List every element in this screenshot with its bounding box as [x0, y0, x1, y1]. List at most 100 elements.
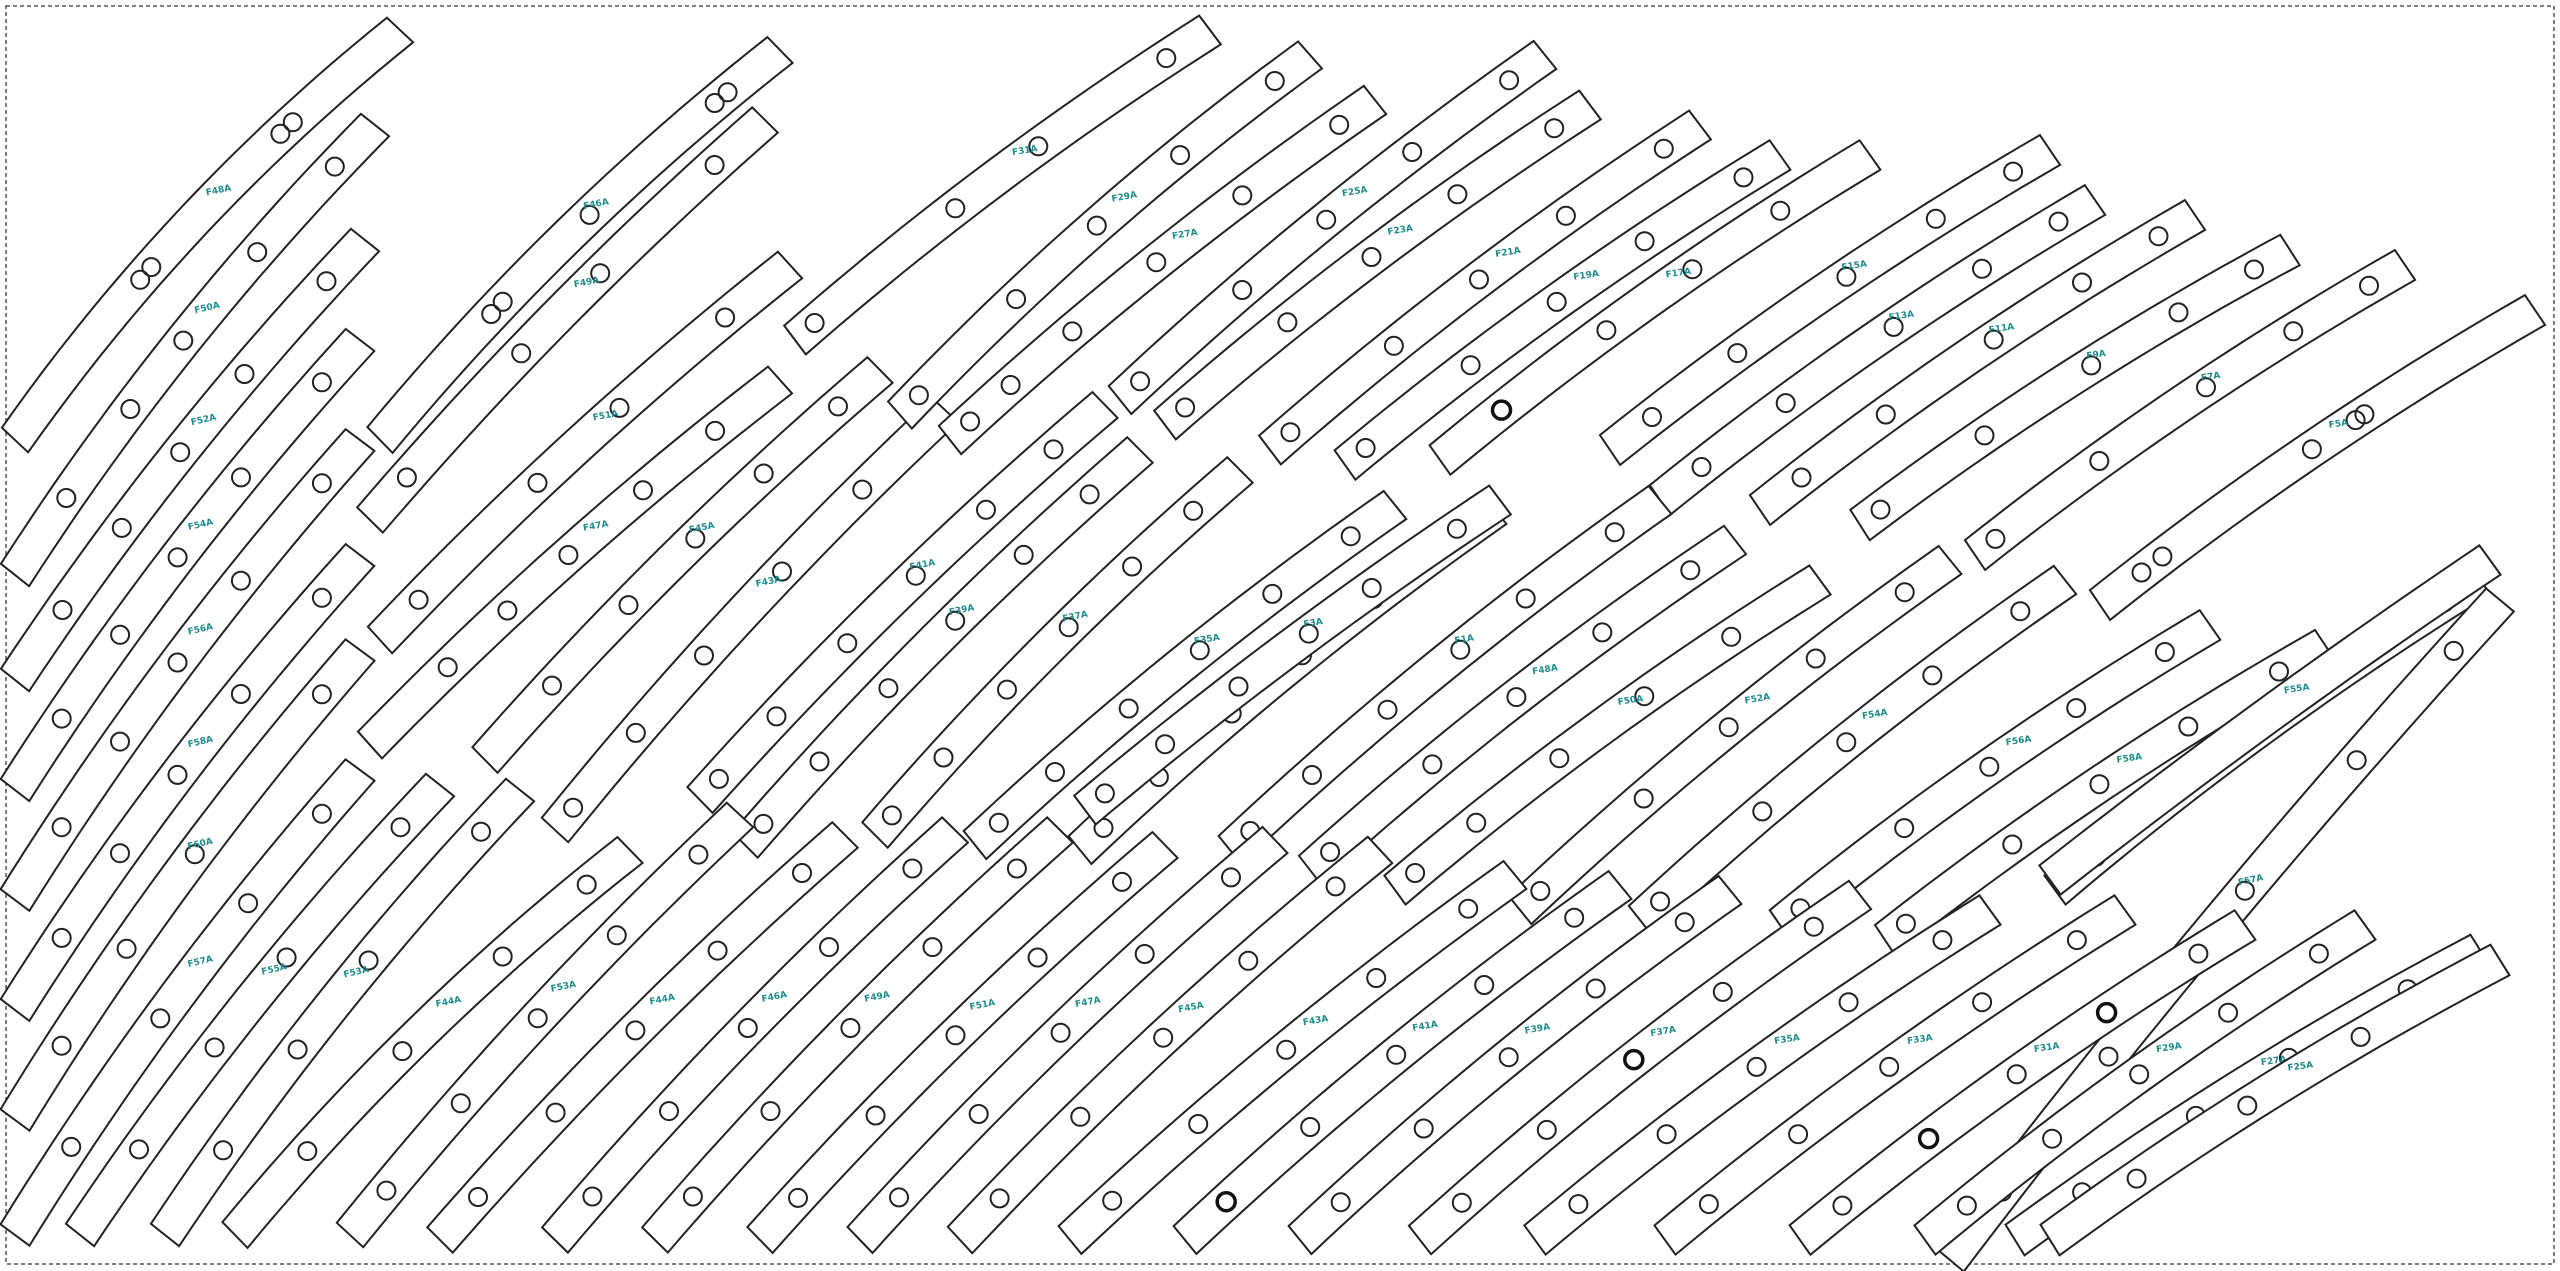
nested-part[interactable]: F13A [1648, 183, 2107, 517]
nested-part[interactable]: F49A [640, 816, 1075, 1255]
part-outline[interactable] [149, 777, 536, 1248]
nested-part[interactable]: F35A [962, 489, 1408, 861]
drill-hole [2283, 321, 2304, 342]
part-outline[interactable] [1788, 908, 2257, 1257]
drill-hole [902, 858, 923, 879]
part-outline[interactable] [730, 435, 1155, 860]
nested-part[interactable]: F55A [2038, 544, 2503, 897]
drill-hole [51, 708, 72, 729]
nested-part[interactable]: F33A [1653, 894, 2137, 1257]
part-outline[interactable] [2039, 943, 2511, 1257]
nested-part[interactable]: F58A [0, 542, 376, 1023]
part-outline[interactable] [0, 227, 381, 693]
nested-part[interactable]: F7A [1963, 248, 2417, 572]
nested-part[interactable]: F50A [0, 112, 391, 588]
part-outline[interactable] [1072, 484, 1513, 826]
nested-part[interactable]: F39A [1287, 874, 1743, 1256]
nested-part[interactable]: F47A [356, 365, 794, 760]
part-outline[interactable] [0, 637, 376, 1133]
nested-part[interactable]: F1A [1217, 484, 1673, 866]
part-outline[interactable] [0, 757, 376, 1248]
part-outline[interactable] [540, 816, 970, 1255]
part-outline[interactable] [366, 35, 795, 455]
nested-part[interactable]: F25A [1107, 39, 1558, 416]
part-outline[interactable] [2088, 293, 2547, 622]
nested-part[interactable]: F50A [1383, 564, 1833, 906]
part-outline[interactable] [1507, 544, 1963, 926]
nested-part[interactable]: F15A [1598, 133, 2062, 467]
part-outline[interactable] [2038, 544, 2503, 897]
nested-part[interactable]: F55A [64, 772, 456, 1248]
nested-part[interactable]: F48A [1297, 524, 1748, 886]
nested-part[interactable]: F25A [2039, 943, 2511, 1257]
nested-part[interactable]: F56A [0, 427, 376, 913]
part-outline[interactable] [782, 14, 1223, 356]
nested-part[interactable]: F51A [746, 830, 1180, 1255]
drill-hole [471, 821, 491, 842]
nested-part[interactable]: F23A [1152, 89, 1603, 441]
nested-part[interactable]: F46A [540, 816, 970, 1255]
nested-part[interactable]: F52A [1507, 544, 1963, 926]
nested-part[interactable]: F53A [335, 801, 755, 1249]
part-outline[interactable] [1217, 484, 1673, 866]
part-outline[interactable] [0, 112, 391, 588]
nested-part[interactable]: F54A [1627, 564, 2078, 936]
part-outline[interactable] [64, 772, 456, 1248]
part-outline[interactable] [1107, 39, 1558, 416]
nested-part[interactable]: F46A [366, 35, 795, 455]
part-outline[interactable] [0, 542, 376, 1023]
nested-part[interactable]: F44A [425, 820, 860, 1255]
nested-part[interactable]: F9A [1848, 233, 2302, 542]
part-outline[interactable] [425, 820, 860, 1255]
nested-part[interactable]: F29A [886, 40, 1324, 430]
nested-part[interactable]: F11A [1748, 198, 2207, 527]
part-outline[interactable] [471, 355, 895, 775]
nested-part[interactable]: F52A [0, 227, 381, 693]
part-outline[interactable] [1428, 138, 1882, 477]
part-outline[interactable] [886, 40, 1324, 430]
drill-hole [685, 528, 706, 549]
part-outline[interactable] [0, 427, 376, 913]
nested-part[interactable]: F35A [1523, 894, 2003, 1257]
part-outline[interactable] [355, 106, 780, 535]
nested-part[interactable]: F44A [221, 835, 645, 1250]
nested-part[interactable]: F3A [1072, 484, 1513, 826]
nested-part[interactable]: F57A [0, 757, 376, 1248]
nested-part[interactable]: F60A [0, 637, 376, 1133]
part-outline[interactable] [1287, 874, 1743, 1256]
part-outline[interactable] [0, 16, 415, 454]
nested-part[interactable]: F27A [937, 84, 1388, 456]
nested-part[interactable]: F43A [1057, 859, 1528, 1256]
part-outline[interactable] [0, 327, 376, 803]
part-outline[interactable] [962, 489, 1408, 861]
nested-part[interactable]: F41A [686, 390, 1120, 815]
nested-part[interactable]: F17A [1428, 138, 1882, 477]
part-outline[interactable] [746, 830, 1180, 1255]
nested-part[interactable]: F37A [860, 455, 1255, 850]
nested-part[interactable]: F53A [149, 777, 536, 1248]
nested-part[interactable]: F51A [366, 250, 804, 655]
nested-part[interactable]: F49A [355, 106, 780, 535]
nested-part[interactable]: F19A [1333, 138, 1792, 482]
nested-part[interactable]: F21A [1257, 109, 1713, 466]
part-outline[interactable] [686, 390, 1120, 815]
part-outline[interactable] [860, 455, 1255, 850]
nested-part[interactable]: F47A [846, 825, 1289, 1255]
part-outline[interactable] [221, 835, 645, 1250]
nested-part[interactable]: F5A [2088, 293, 2547, 622]
nested-part[interactable]: F39A [730, 435, 1155, 860]
nested-part[interactable]: F54A [0, 327, 376, 803]
nested-part[interactable]: F31A [782, 14, 1223, 356]
part-outline[interactable] [1523, 894, 2003, 1257]
nested-part[interactable]: F31A [1788, 908, 2257, 1257]
nested-part[interactable]: F45A [471, 355, 895, 775]
nested-part[interactable]: F56A [1768, 608, 2222, 942]
nested-part[interactable]: F41A [1172, 869, 1633, 1256]
nested-part[interactable]: F37A [1407, 879, 1873, 1256]
nested-part[interactable]: F48A [0, 16, 415, 454]
nested-part[interactable]: F45A [946, 835, 1394, 1255]
drill-hole [1530, 881, 1551, 901]
part-outline[interactable] [366, 250, 804, 655]
nested-part[interactable]: F29A [1913, 909, 2377, 1257]
part-outline[interactable] [1383, 564, 1833, 906]
